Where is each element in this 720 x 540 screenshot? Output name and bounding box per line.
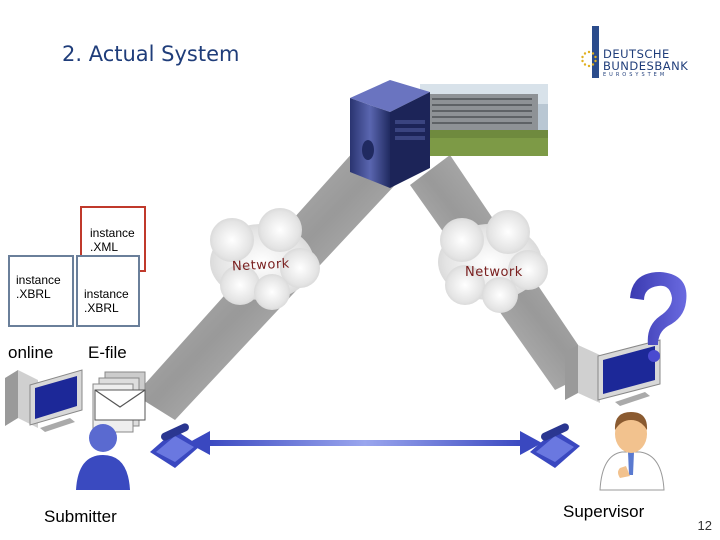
supervisor-person-icon	[599, 412, 665, 491]
submitter-label: Submitter	[44, 507, 117, 526]
logo-subtitle: EUROSYSTEM	[603, 72, 668, 78]
bundesbank-building-photo	[420, 84, 548, 156]
submitter-person-icon	[76, 424, 130, 490]
supervisor-computer-icon	[565, 339, 661, 406]
xbrl-document-right-label: instance .XBRL	[84, 287, 129, 315]
efile-label: E-file	[88, 343, 127, 362]
xml-document-label: instance .XML	[90, 226, 135, 254]
supervisor-label: Supervisor	[563, 502, 645, 521]
efile-documents-icon	[92, 371, 146, 433]
phone-icon-left	[150, 423, 200, 468]
network-cloud-right	[438, 210, 548, 313]
online-label: online	[8, 343, 54, 362]
question-mark-icon	[630, 272, 687, 362]
xbrl-document-left-icon: instance .XBRL	[8, 255, 74, 327]
bidirectional-arrow	[188, 431, 542, 455]
submitter-computer-icon	[5, 369, 83, 432]
network-label-left: Network	[231, 256, 291, 275]
logo-bar	[592, 26, 599, 78]
network-cloud-left	[210, 208, 320, 310]
xbrl-document-right-icon: instance .XBRL	[76, 255, 140, 327]
network-label-right: Network	[465, 265, 523, 280]
page-number: 12	[697, 518, 712, 533]
eu-stars-icon	[581, 50, 597, 68]
slide-title: 2. Actual System	[62, 42, 240, 66]
server-icon	[350, 80, 430, 188]
logo-text: DEUTSCHE BUNDESBANK	[603, 48, 688, 72]
logo-line-1: DEUTSCHE	[603, 47, 670, 61]
xbrl-document-left-label: instance .XBRL	[16, 273, 61, 301]
phone-icon-right	[530, 423, 580, 468]
logo-line-2: BUNDESBANK	[603, 59, 689, 73]
